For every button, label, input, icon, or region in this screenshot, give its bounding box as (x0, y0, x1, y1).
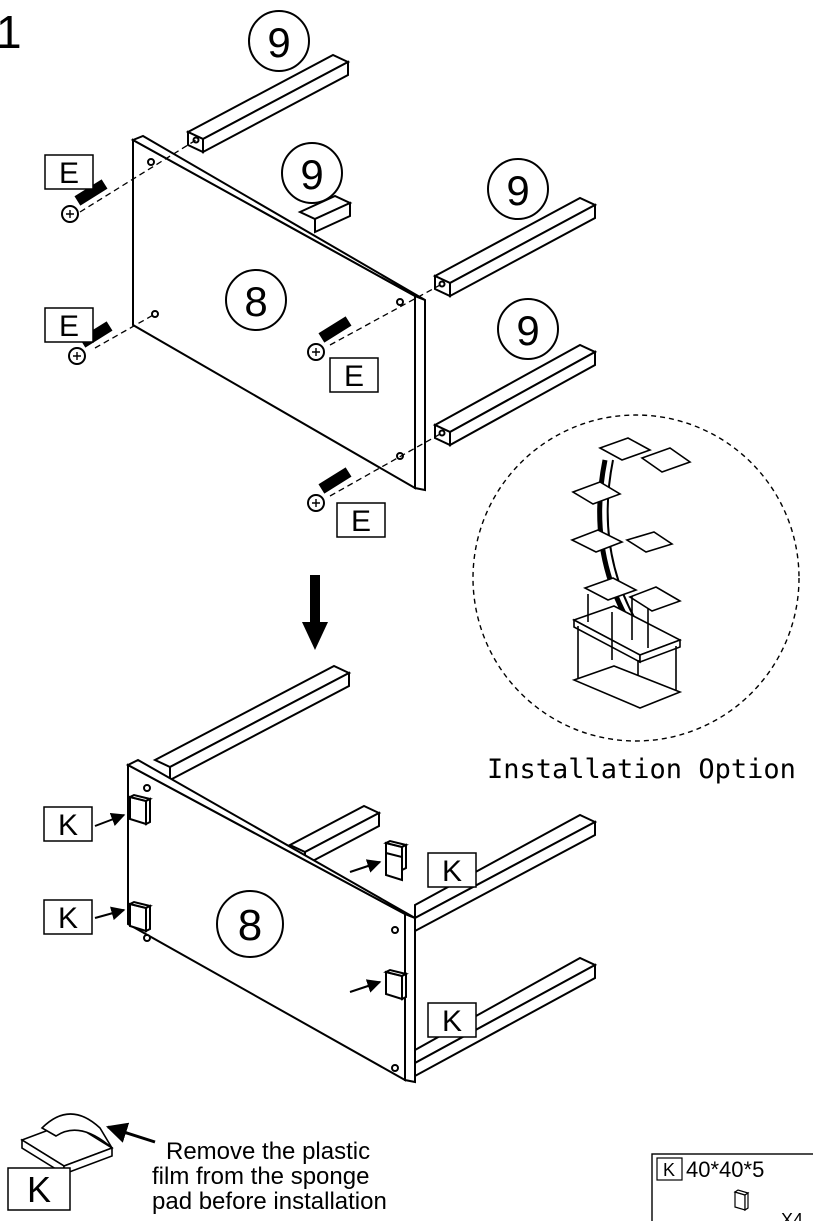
pad-k-4 (385, 851, 403, 882)
label-pad-k-1: K (58, 809, 78, 842)
label-leg-9-a: 9 (267, 19, 290, 66)
sponge-pad-illustration (20, 1113, 156, 1176)
instruction-line-3: pad before installation (152, 1188, 387, 1215)
pad-k-1 (127, 793, 153, 826)
label-pad-k-4: K (442, 1005, 462, 1038)
label-screw-e-2: E (59, 310, 79, 343)
leg-right-lower (432, 343, 598, 447)
exploded-view (61, 53, 598, 512)
label-pad-k-3: K (442, 855, 462, 888)
pad-k-spec-icon (733, 1189, 750, 1212)
screw-e-3 (307, 316, 352, 361)
spec-qty: X4 (781, 1210, 803, 1221)
instruction-line-2: film from the sponge (152, 1163, 369, 1190)
assembled-view (94, 664, 598, 1084)
label-panel-8-top: 8 (244, 278, 267, 325)
label-pad-k-2: K (58, 902, 78, 935)
label-screw-e-4: E (351, 505, 371, 538)
instruction-line-1: Remove the plastic (166, 1138, 370, 1165)
pad-k-2 (127, 900, 153, 933)
leg-top (185, 53, 351, 154)
label-leg-9-c: 9 (506, 167, 529, 214)
label-leg-9-b: 9 (300, 151, 323, 198)
installation-option-caption: Installation Option I (487, 754, 813, 785)
step-number: 1 (0, 6, 22, 58)
part-circles-top (225, 10, 559, 360)
label-panel-8-bottom: 8 (238, 901, 262, 950)
spec-size: 40*40*5 (686, 1157, 764, 1182)
label-leg-9-d: 9 (516, 307, 539, 354)
installation-option-preview (472, 414, 800, 742)
pad-k-5 (383, 968, 409, 1001)
label-pad-k-detail: K (27, 1169, 51, 1210)
label-screw-e-3: E (344, 360, 364, 393)
spec-box (651, 1153, 813, 1221)
screw-e-1 (61, 179, 108, 223)
screw-e-4 (307, 467, 352, 512)
down-arrow-icon (302, 575, 328, 650)
label-screw-e-1: E (59, 157, 79, 190)
spec-code: K (663, 1160, 675, 1180)
